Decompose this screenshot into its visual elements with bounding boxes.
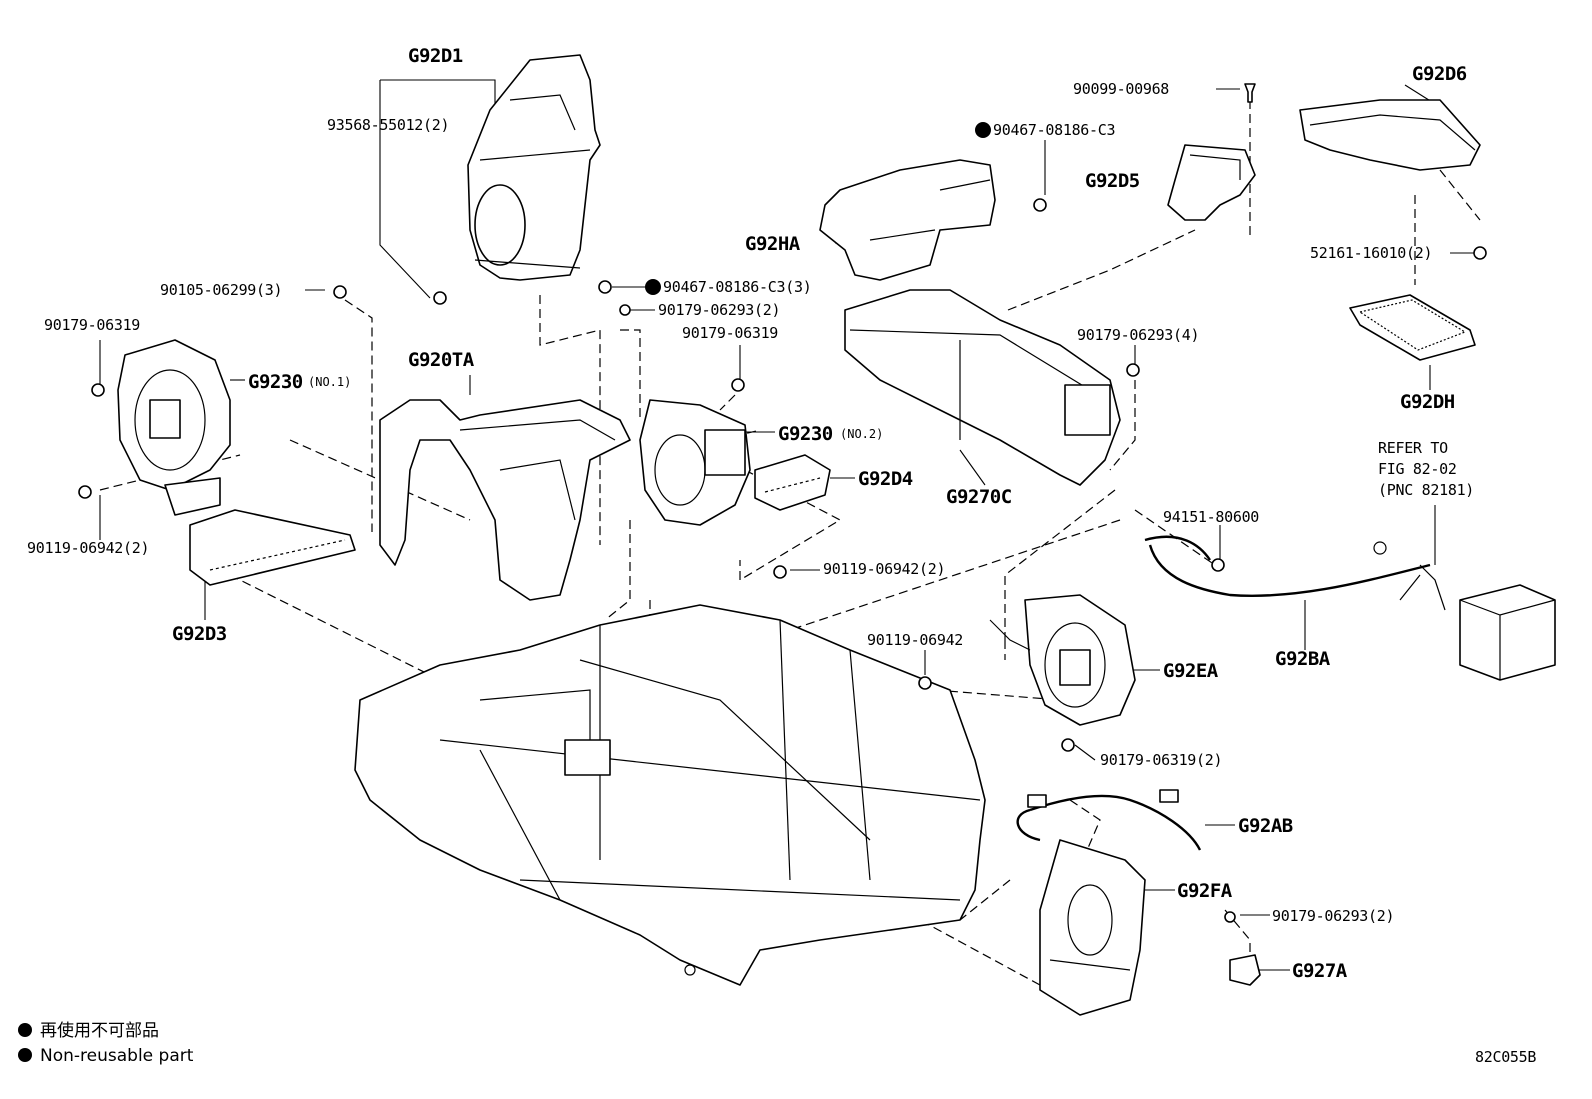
part-g92ea-blower bbox=[989, 594, 1136, 726]
label-g92d3: G92D3 bbox=[172, 623, 227, 645]
refer-line-1: REFER TO bbox=[1378, 439, 1448, 457]
part-g92d5-elbow bbox=[1167, 144, 1256, 221]
label-g92d5: G92D5 bbox=[1085, 170, 1140, 192]
label-g92ea: G92EA bbox=[1163, 660, 1219, 682]
refer-line-3: (PNC 82181) bbox=[1378, 481, 1474, 499]
part-battery-block bbox=[1459, 584, 1556, 681]
label-g9230-no1-sub: (NO.1) bbox=[308, 375, 351, 389]
fasteners bbox=[78, 83, 1487, 923]
label-g920ta: G920TA bbox=[408, 349, 475, 371]
label-g9230-no2: G9230 bbox=[778, 423, 833, 445]
label-g92ba: G92BA bbox=[1275, 648, 1331, 670]
pn-93568-55012: 93568-55012(2) bbox=[327, 116, 449, 134]
non-reusable-markers bbox=[18, 122, 991, 1062]
legend-dot-1 bbox=[18, 1023, 32, 1037]
label-g92dh: G92DH bbox=[1400, 391, 1455, 413]
pn-90467-08186-c3: 90467-08186-C3 bbox=[993, 121, 1115, 139]
pn-90119-06942-2a: 90119-06942(2) bbox=[27, 539, 149, 557]
part-labels: G92D1 G92D6 G92D5 G92HA G92DH G920TA G92… bbox=[172, 45, 1467, 982]
part-g92dh-filter bbox=[1349, 294, 1476, 361]
legend-dot-2 bbox=[18, 1048, 32, 1062]
figure-code: 82C055B bbox=[1475, 1048, 1536, 1066]
part-g92d6-duct bbox=[1299, 99, 1481, 171]
part-numbers: 90099-00968 90467-08186-C3 93568-55012(2… bbox=[27, 80, 1433, 925]
pn-90179-06319-a: 90179-06319 bbox=[44, 316, 140, 334]
label-g92ab: G92AB bbox=[1238, 815, 1293, 837]
part-g920ta-bracket bbox=[379, 399, 631, 601]
pn-90179-06293-2a: 90179-06293(2) bbox=[658, 301, 780, 319]
part-g9270c-assembly bbox=[844, 289, 1121, 486]
pn-90099-00968: 90099-00968 bbox=[1073, 80, 1169, 98]
legend: 再使用不可部品 Non-reusable part bbox=[40, 1020, 194, 1066]
pn-90179-06319-2: 90179-06319(2) bbox=[1100, 751, 1222, 769]
label-g9230-no1: G9230 bbox=[248, 371, 303, 393]
part-g92fa-bracket bbox=[1039, 839, 1146, 1016]
label-g92d4: G92D4 bbox=[858, 468, 913, 490]
part-g9230-no2-blower bbox=[639, 399, 751, 526]
label-g9270c: G9270C bbox=[946, 486, 1012, 508]
part-g92ab-harness bbox=[1016, 789, 1202, 851]
pn-90119-06942-2b: 90119-06942(2) bbox=[823, 560, 945, 578]
label-g92d1: G92D1 bbox=[408, 45, 463, 67]
label-g92d6: G92D6 bbox=[1412, 63, 1467, 85]
pn-90179-06319-b: 90179-06319 bbox=[682, 324, 778, 342]
part-g927a-bracket bbox=[1229, 954, 1261, 986]
non-reusable-dot bbox=[645, 279, 661, 295]
pn-52161-16010: 52161-16010(2) bbox=[1310, 244, 1432, 262]
label-g9230-no2-sub: (NO.2) bbox=[840, 427, 883, 441]
part-g92d3-duct bbox=[189, 509, 356, 586]
refer-line-2: FIG 82-02 bbox=[1378, 460, 1457, 478]
pn-90119-06942: 90119-06942 bbox=[867, 631, 963, 649]
label-g92fa: G92FA bbox=[1177, 880, 1233, 902]
pn-90179-06293-4: 90179-06293(4) bbox=[1077, 326, 1199, 344]
part-g92d1-duct bbox=[467, 54, 601, 281]
pn-90105-06299: 90105-06299(3) bbox=[160, 281, 282, 299]
legend-jp: 再使用不可部品 bbox=[40, 1020, 159, 1041]
pn-90179-06293-2b: 90179-06293(2) bbox=[1272, 907, 1394, 925]
pn-94151-80600: 94151-80600 bbox=[1163, 508, 1259, 526]
part-battery-tray bbox=[354, 604, 986, 986]
pn-90467-08186-c3-3: 90467-08186-C3(3) bbox=[663, 278, 811, 296]
label-g927a: G927A bbox=[1292, 960, 1348, 982]
legend-en: Non-reusable part bbox=[40, 1046, 194, 1066]
non-reusable-dot bbox=[975, 122, 991, 138]
label-g92ha: G92HA bbox=[745, 233, 801, 255]
part-g92ha-duct bbox=[819, 159, 996, 281]
part-g9230-no1-blower bbox=[117, 339, 231, 516]
refer-note: REFER TO FIG 82-02 (PNC 82181) bbox=[1378, 439, 1474, 499]
part-g92d4 bbox=[754, 454, 831, 511]
part-g92ba-cable bbox=[1144, 535, 1446, 611]
